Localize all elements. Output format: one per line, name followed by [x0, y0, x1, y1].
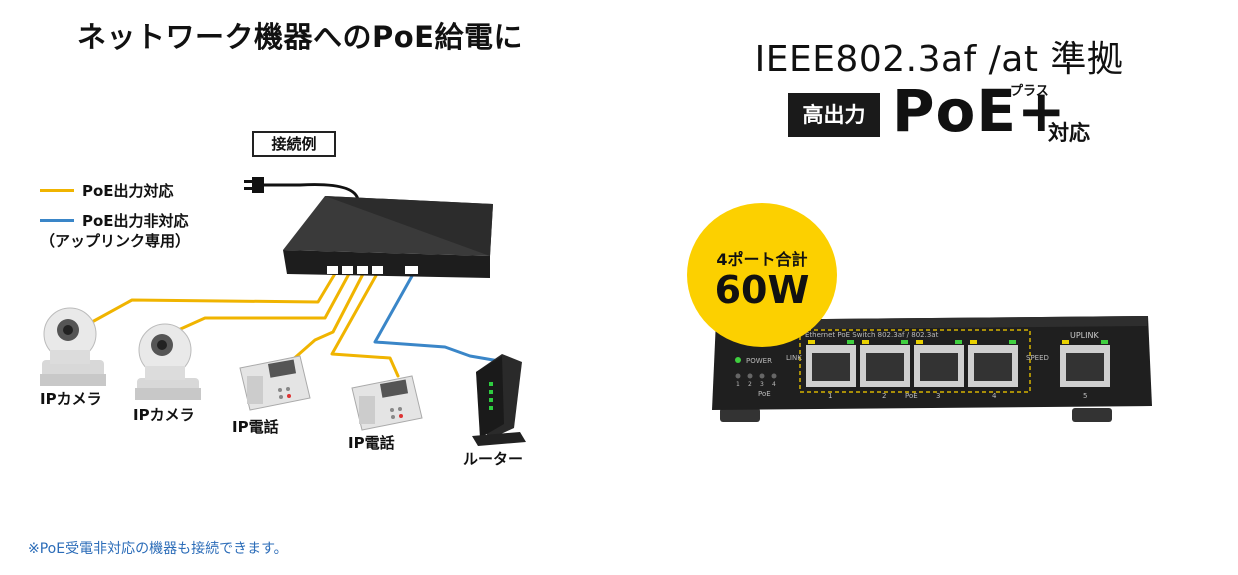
led-number-1: 1	[736, 381, 740, 388]
led-number-2: 2	[748, 381, 752, 388]
uplink-label: UPLINK	[1070, 331, 1099, 340]
ip-phone-2-label: IP電話	[348, 434, 395, 452]
footnote: ※PoE受電非対応の機器も接続できます。	[28, 541, 288, 557]
switch-model-text: Ethernet PoE Switch 802.3af / 802.3at	[805, 331, 939, 339]
router-icon	[472, 354, 526, 446]
port-number-1: 1	[828, 392, 832, 400]
power-label: POWER	[746, 357, 772, 365]
ports-poe-label: PoE	[905, 392, 918, 400]
status-leds	[735, 357, 777, 379]
cable-camera-1	[90, 270, 338, 324]
power-cord	[262, 183, 360, 201]
router-label: ルーター	[463, 450, 524, 468]
link-label: LINK	[786, 354, 802, 362]
connection-diagram	[40, 177, 526, 446]
cable-phone-2	[330, 270, 400, 378]
legend-poe-unsupported: PoE出力非対応	[40, 210, 189, 231]
total-power-badge	[687, 203, 837, 347]
speed-label: SPEED	[1026, 354, 1049, 362]
ip-phone-1-label: IP電話	[232, 418, 279, 436]
page-title: ネットワーク機器へのPoE給電に	[77, 20, 523, 54]
switch-foot-right	[1072, 408, 1112, 422]
legend-uplink-note: （アップリンク専用）	[40, 232, 191, 250]
legend-poe-supported: PoE出力対応	[40, 180, 174, 201]
total-power-value: 60W	[714, 268, 810, 312]
legend-blue-line	[40, 219, 74, 222]
connection-example-label: 接続例	[252, 131, 336, 157]
ip-phone-2-icon	[351, 375, 423, 431]
led-poe-label: PoE	[758, 390, 771, 398]
port-number-4: 4	[992, 392, 997, 400]
ip-camera-1-label: IPカメラ	[40, 390, 102, 408]
poe-plus-logo: PoE+	[892, 77, 1067, 145]
legend-poe-unsupported-label: PoE出力非対応	[82, 212, 189, 230]
led-number-4: 4	[772, 381, 776, 388]
ip-phone-1-icon	[239, 355, 311, 411]
legend-poe-supported-label: PoE出力対応	[82, 182, 174, 200]
legend-yellow-line	[40, 189, 74, 192]
standard-title: IEEE802.3af /at 準拠	[754, 39, 1124, 80]
port-number-2: 2	[882, 392, 886, 400]
poe-ports	[806, 340, 1018, 387]
plus-ruby-text: プラス	[1010, 84, 1049, 99]
switch-foot-left	[720, 408, 760, 422]
ip-camera-2-icon	[135, 323, 201, 400]
power-plug-icon	[244, 177, 264, 193]
led-number-3: 3	[760, 381, 764, 388]
port-number-5: 5	[1083, 392, 1087, 400]
cable-camera-2	[163, 270, 352, 338]
cable-router	[373, 274, 507, 364]
high-output-badge: 高出力	[788, 93, 880, 137]
ip-camera-1-icon	[40, 307, 106, 386]
switch-front-illustration: Ethernet PoE Switch 802.3af / 802.3at PO…	[712, 316, 1152, 422]
poe-ports-frame	[799, 329, 1031, 393]
poe-switch-icon	[283, 196, 493, 278]
port-number-3: 3	[936, 392, 940, 400]
uplink-port	[1060, 340, 1110, 387]
total-power-label: 4ポート合計	[716, 250, 808, 269]
cable-phone-1	[288, 270, 366, 364]
supported-text: 対応	[1048, 121, 1090, 145]
ip-camera-2-label: IPカメラ	[133, 406, 195, 424]
